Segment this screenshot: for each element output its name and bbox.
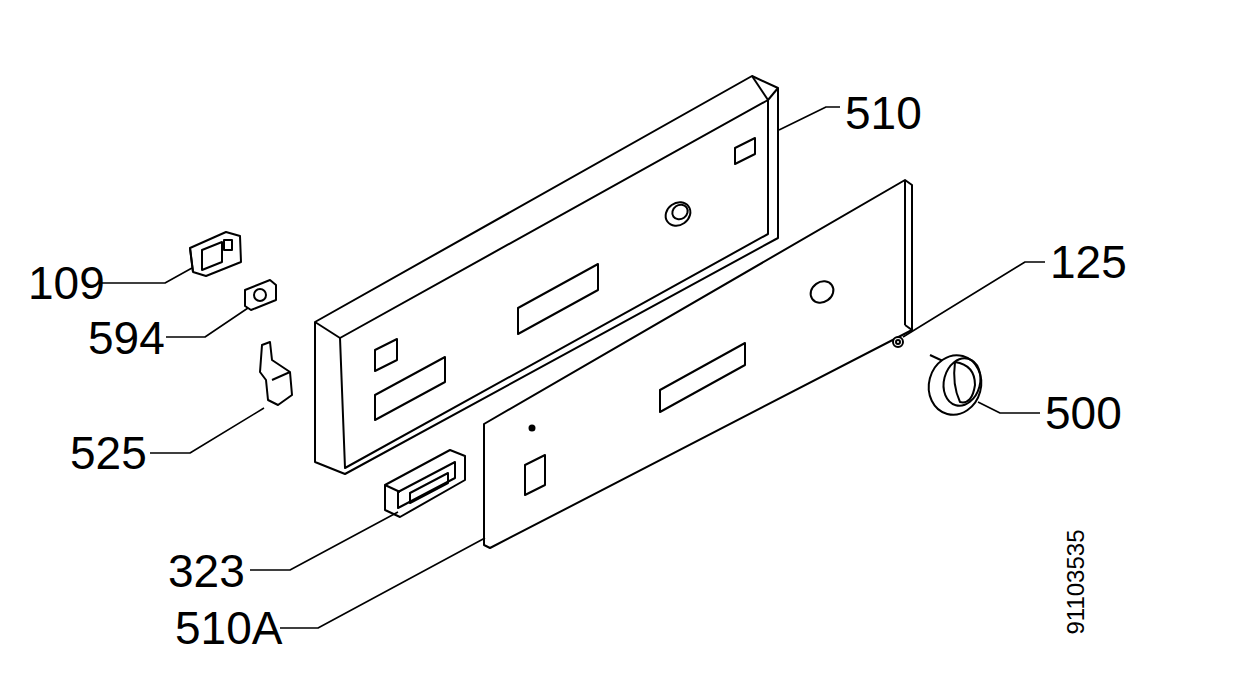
washer-part [245,280,276,310]
callout-number: 510A [175,605,282,651]
latch-part [260,342,292,405]
nut-part [893,337,903,347]
front-plate [484,180,912,548]
knob-part [922,349,988,420]
switch-part [385,450,465,517]
callout-number: 594 [88,315,165,361]
callout-number: 323 [168,548,245,594]
callout-number: 109 [28,260,105,306]
leader-line [102,107,1045,628]
callout-number: 500 [1045,390,1122,436]
callout-number: 125 [1050,239,1127,285]
callout-number: 510 [845,90,922,136]
callout-number: 525 [70,430,147,476]
drawing-number: 91103535 [1063,530,1087,635]
clip-part [190,232,241,276]
